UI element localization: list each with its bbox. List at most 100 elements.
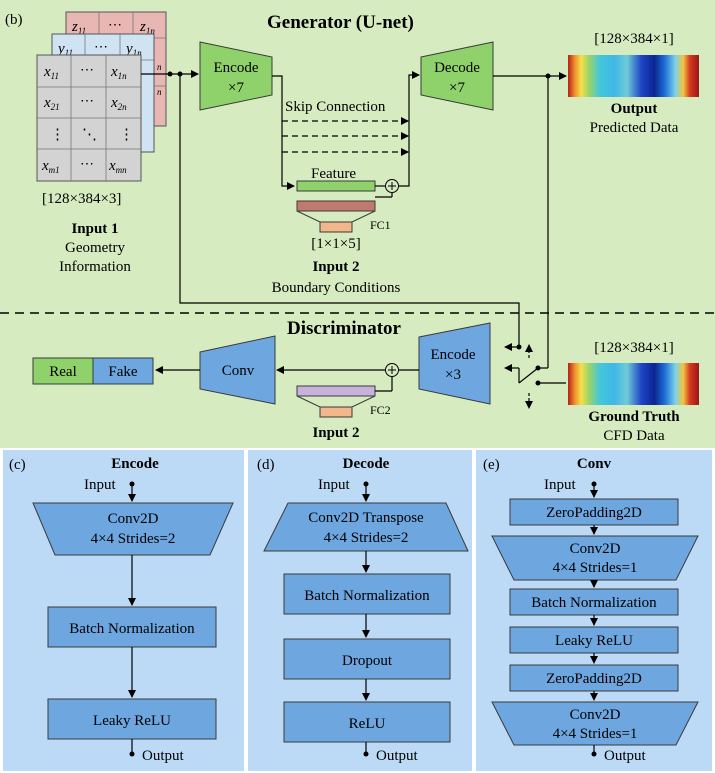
disc-conv-block (199, 335, 276, 405)
encode-label: Encode (214, 60, 259, 76)
panel-c-output: Output (142, 748, 185, 764)
d-batchnorm-label: Batch Normalization (304, 588, 430, 604)
m-r4-dots: ⋯ (80, 157, 94, 172)
junction-dot (535, 365, 541, 371)
panel-d-output: Output (376, 748, 419, 764)
skip-connection-label: Skip Connection (285, 99, 386, 115)
input1-title: Input 1 (71, 221, 118, 237)
svg-text:y1n: y1n (124, 41, 142, 58)
fc1-shape: [1×1×5] (311, 236, 360, 252)
svg-text:x11: x11 (43, 64, 59, 81)
d-dropout-block (283, 638, 451, 680)
e-conv2d1-block (491, 535, 699, 581)
svg-text:z11: z11 (71, 19, 86, 36)
disc-encode-label: Encode (431, 347, 476, 363)
c-batchnorm-label: Batch Normalization (69, 621, 195, 637)
c-conv2d-block (32, 502, 234, 556)
c-leakyrelu-label: Leaky ReLU (93, 713, 171, 729)
junction-dot (516, 344, 522, 350)
input2-line1: Boundary Conditions (272, 280, 401, 296)
fake-box (92, 357, 154, 385)
m-r4-a: x (41, 158, 49, 174)
e-batchnorm-label: Batch Normalization (531, 595, 657, 611)
svg-text:z1n: z1n (139, 19, 155, 36)
feature-label: Feature (311, 166, 356, 182)
gt-shape: [128×384×1] (594, 340, 673, 356)
e-conv2d1-line1: Conv2D (570, 541, 621, 557)
d-batchnorm-block (283, 573, 451, 615)
disc-encode-block (418, 322, 491, 405)
e-batchnorm-block (509, 588, 679, 616)
d-dropout-label: Dropout (342, 653, 393, 669)
m-r3-a: ⋮ (50, 127, 65, 143)
matrix-back-dots: ⋯ (108, 18, 122, 33)
svg-text:xm1: xm1 (41, 158, 60, 175)
ground-truth-field-image (568, 363, 699, 405)
matrix-mid-b: y (124, 41, 133, 57)
matrix-back-a: z (71, 19, 78, 35)
input1-line2: Information (59, 259, 131, 275)
panel-d-label: (d) (257, 457, 275, 473)
e-zeropad2-label: ZeroPadding2D (546, 671, 642, 687)
e-conv2d2-line2: 4×4 Strides=1 (553, 726, 638, 742)
input2-disc-label: Input 2 (312, 425, 359, 441)
fc2-input (319, 406, 353, 418)
e-zeropad2-block (509, 664, 679, 692)
generator-title: Generator (U-net) (267, 12, 414, 33)
disc-encode-count: ×3 (445, 367, 461, 383)
m-r2-dots: ⋯ (80, 94, 94, 109)
m-r2-b: x (110, 95, 118, 111)
matrix-mid-sub-n: n (157, 87, 162, 97)
svg-text:x2n: x2n (110, 95, 127, 112)
matrix-back-sub-n: n (157, 62, 162, 72)
svg-text:x21: x21 (43, 95, 60, 112)
svg-text:xmn: xmn (108, 158, 127, 175)
fake-label: Fake (108, 364, 138, 380)
e-leakyrelu-label: Leaky ReLU (555, 633, 633, 649)
ground-truth-line1: CFD Data (603, 428, 665, 444)
switch-arm (518, 367, 539, 384)
input2-title: Input 2 (312, 259, 359, 275)
panel-c-label: (c) (9, 457, 26, 473)
c-conv2d-line1: Conv2D (108, 511, 159, 527)
d-relu-label: ReLU (349, 716, 386, 732)
e-conv2d1-line2: 4×4 Strides=1 (553, 560, 638, 576)
e-conv2d2-line1: Conv2D (570, 707, 621, 723)
panel-e-output: Output (604, 748, 647, 764)
encode-count: ×7 (228, 80, 244, 96)
decode-count: ×7 (449, 80, 465, 96)
d-conv2dtranspose-line1: Conv2D Transpose (308, 510, 424, 526)
output-line1: Predicted Data (590, 120, 679, 136)
m-r3-c: ⋮ (119, 127, 134, 143)
e-conv2d2-block (491, 701, 699, 746)
generator-decode-block (420, 41, 494, 111)
m-r1-b: x (110, 64, 118, 80)
c-batchnorm-block (47, 606, 217, 648)
matrix-back-b: z (139, 19, 146, 35)
svg-text:x1n: x1n (110, 64, 127, 81)
panel-d-input: Input (318, 477, 350, 493)
m-r4-b: x (108, 158, 116, 174)
output-shape: [128×384×1] (594, 31, 673, 47)
m-r2-a: x (43, 95, 51, 111)
decode-label: Decode (434, 60, 480, 76)
panel-e-label: (e) (483, 457, 500, 473)
panel-b-label: (b) (5, 12, 23, 28)
m-r3-b: ⋱ (82, 127, 97, 143)
c-conv2d-line2: 4×4 Strides=2 (91, 531, 176, 547)
panel-e-input: Input (544, 477, 576, 493)
matrix-mid-a: y (56, 41, 65, 57)
d-relu-block (283, 701, 451, 743)
junction-dot (167, 71, 173, 77)
d-conv2dtranspose-block (263, 502, 469, 552)
input-matrix-stack: z11 ⋯ z1n y11 ⋯ y1n n n x11 ⋯ x1n x21 ⋯ … (36, 11, 167, 182)
conv-label: Conv (222, 363, 255, 379)
fc1-label: FC1 (370, 218, 391, 232)
generator-encode-block (199, 41, 273, 111)
panel-c-input: Input (84, 477, 116, 493)
panel-d-title: Decode (343, 456, 390, 472)
fc1-top (296, 200, 376, 212)
e-zeropad1-label: ZeroPadding2D (546, 505, 642, 521)
panel-c-title: Encode (111, 456, 159, 472)
discriminator-title: Discriminator (287, 318, 402, 339)
